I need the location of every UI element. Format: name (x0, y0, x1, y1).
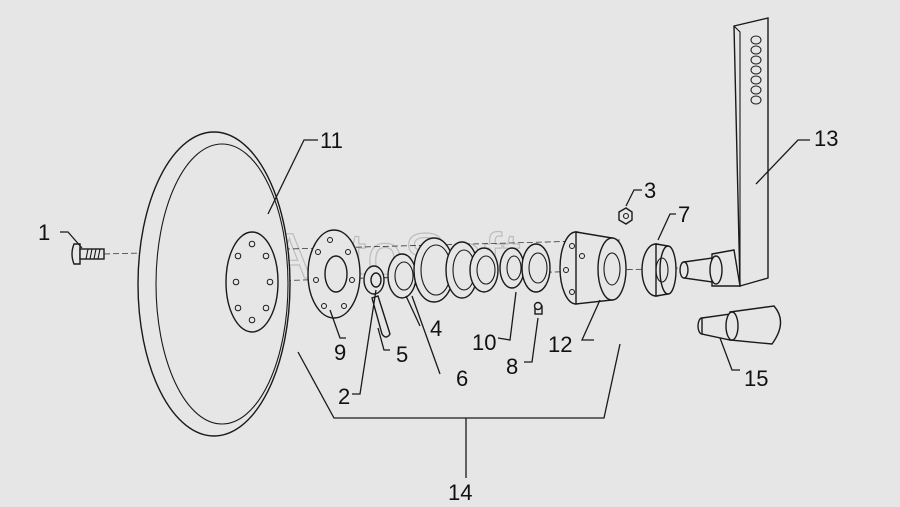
callout-4: 4 (430, 316, 442, 341)
hex-nut (618, 207, 633, 225)
bearing-set (387, 237, 551, 303)
hub (559, 231, 627, 305)
castle-nut (363, 265, 385, 295)
callout-6: 6 (456, 366, 468, 391)
callout-9: 9 (334, 340, 346, 365)
cotter-pin (371, 295, 391, 338)
callout-11: 11 (320, 128, 343, 153)
callout-1: 1 (38, 220, 50, 245)
bolt (71, 243, 105, 265)
flange-plate (307, 229, 361, 319)
axle-arm (679, 17, 769, 287)
callout-7: 7 (678, 202, 690, 227)
callout-8: 8 (506, 354, 518, 379)
stub-axle (697, 305, 782, 345)
callout-5: 5 (396, 342, 408, 367)
grease-nipple (533, 301, 543, 315)
callout-labels: 1 2 3 4 5 6 7 8 9 10 11 12 13 14 15 (38, 126, 838, 505)
end-cap (641, 243, 677, 297)
leader-lines (60, 139, 810, 478)
callout-14: 14 (448, 480, 472, 505)
callout-2: 2 (338, 384, 350, 409)
callout-13: 13 (814, 126, 838, 151)
callout-10: 10 (472, 330, 496, 355)
disc-blade (137, 131, 291, 437)
callout-3: 3 (644, 178, 656, 203)
callout-15: 15 (744, 366, 768, 391)
callout-12: 12 (548, 332, 572, 357)
